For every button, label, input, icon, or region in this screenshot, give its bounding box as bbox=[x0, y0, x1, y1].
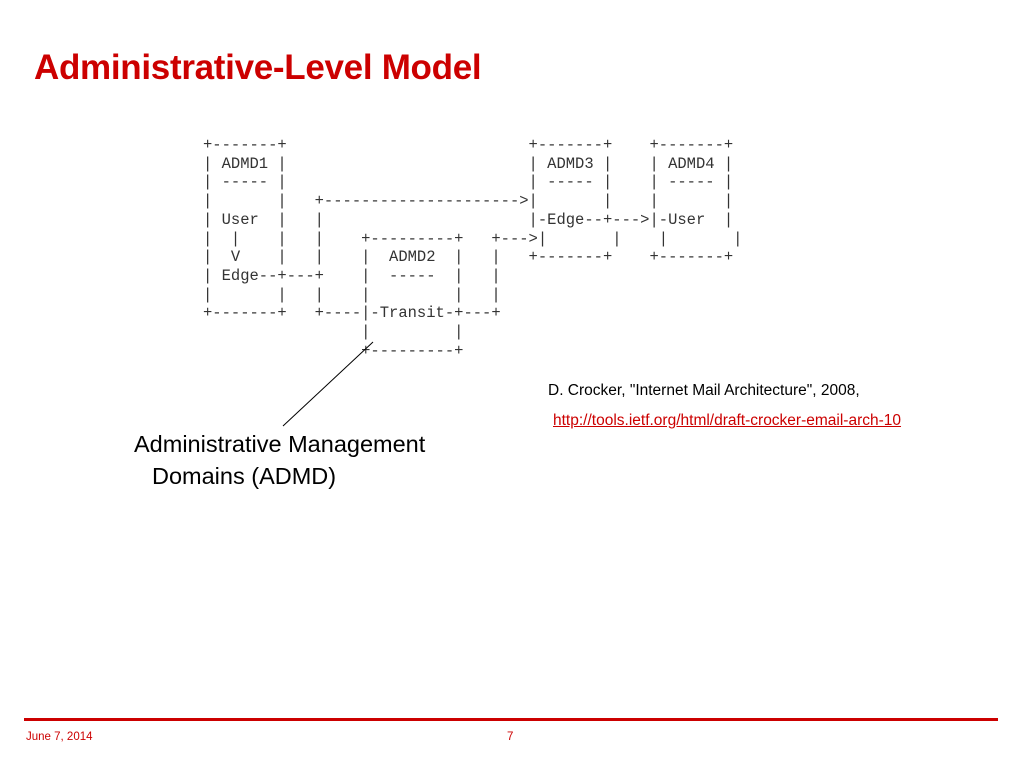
reference-link[interactable]: http://tools.ietf.org/html/draft-crocker… bbox=[553, 412, 902, 429]
footer-divider bbox=[24, 718, 998, 721]
admd-callout: Administrative Management Domains (ADMD) bbox=[134, 428, 425, 492]
callout-line-2: Domains (ADMD) bbox=[152, 463, 337, 489]
callout-line-1: Administrative Management bbox=[134, 431, 426, 457]
footer-date: June 7, 2014 bbox=[26, 731, 93, 743]
callout-pointer-line bbox=[282, 341, 374, 427]
citation-text: D. Crocker, "Internet Mail Architecture"… bbox=[548, 382, 860, 399]
page-number: 7 bbox=[507, 731, 514, 743]
slide-title: Administrative-Level Model bbox=[34, 48, 482, 87]
admd-ascii-diagram: +-------+ +-------+ +-------+ | ADMD1 | … bbox=[203, 136, 743, 360]
